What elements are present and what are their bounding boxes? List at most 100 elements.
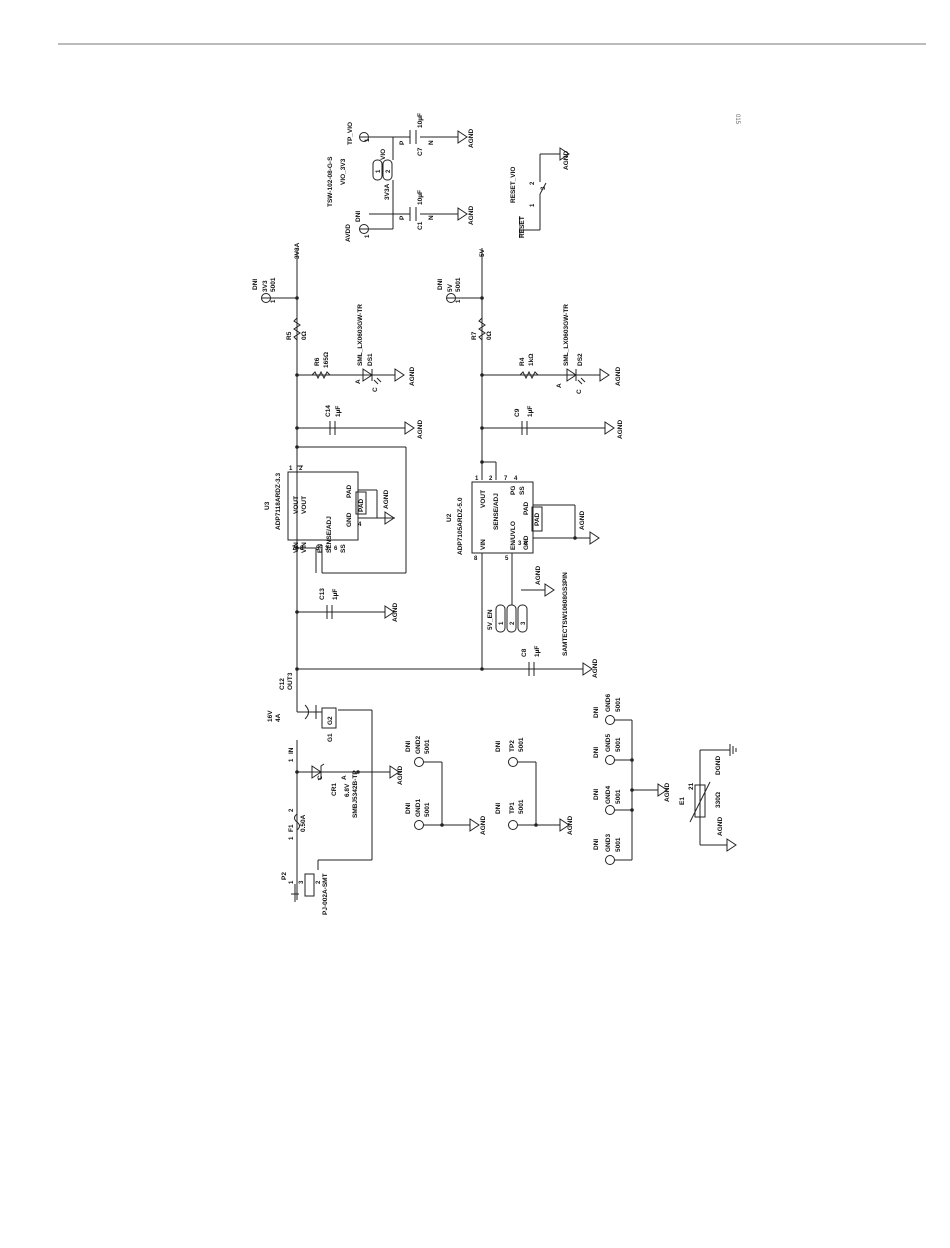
svg-text:DNI: DNI: [437, 279, 444, 290]
svg-text:C8: C8: [521, 648, 528, 657]
svg-text:4: 4: [514, 476, 518, 482]
cap-c1: 10µF C1 P N: [399, 190, 435, 230]
svg-text:1: 1: [289, 836, 295, 840]
svg-text:1: 1: [365, 234, 371, 238]
svg-text:1: 1: [530, 203, 536, 207]
svg-text:AGND: AGND: [567, 816, 574, 835]
resistor-r6: R6 165Ω: [312, 352, 330, 378]
svg-text:AGND: AGND: [563, 151, 570, 170]
svg-text:DNI: DNI: [405, 741, 412, 752]
svg-text:G1: G1: [327, 733, 334, 742]
svg-text:A: A: [355, 379, 362, 384]
svg-text:2: 2: [489, 476, 493, 482]
svg-text:C: C: [317, 775, 324, 780]
resistor-r7: R7 0Ω: [471, 318, 493, 340]
svg-text:4A: 4A: [275, 713, 282, 722]
svg-text:U3: U3: [264, 501, 271, 510]
svg-text:GND: GND: [523, 535, 530, 550]
svg-text:7: 7: [504, 476, 508, 482]
svg-text:VIN: VIN: [480, 539, 487, 550]
junction-dots: [295, 296, 634, 827]
svg-text:AGND: AGND: [480, 816, 487, 835]
svg-text:8: 8: [300, 546, 304, 552]
svg-text:SML_LX0603GW-TR: SML_LX0603GW-TR: [357, 304, 364, 366]
svg-text:AGND: AGND: [615, 367, 622, 386]
svg-text:3V3A: 3V3A: [384, 183, 391, 200]
svg-text:PAD: PAD: [358, 498, 365, 512]
svg-text:DNI: DNI: [405, 803, 412, 814]
svg-text:GND3: GND3: [605, 834, 612, 852]
svg-text:1: 1: [271, 299, 277, 303]
svg-text:AGND: AGND: [535, 566, 542, 585]
svg-text:1: 1: [289, 880, 295, 884]
testpoint-gnd2: DNI GND2 5001: [405, 736, 442, 767]
svg-text:3: 3: [299, 880, 305, 884]
testpoint-gnd4: DNI GND4 5001: [593, 786, 632, 815]
svg-text:GND4: GND4: [605, 786, 612, 804]
svg-text:10µF: 10µF: [417, 113, 424, 128]
svg-text:2: 2: [299, 466, 303, 472]
testpoint-gnd5: DNI GND5 5001: [593, 734, 632, 765]
svg-text:R5: R5: [286, 331, 293, 340]
svg-text:3: 3: [518, 541, 522, 547]
svg-text:DS2: DS2: [577, 353, 584, 366]
svg-text:TSW-102-08-G-S: TSW-102-08-G-S: [327, 156, 334, 207]
connector-p2: P2 PJ-002A-SMT 1 3 2: [281, 872, 329, 915]
svg-text:AGND: AGND: [397, 766, 404, 785]
resistor-r4: R4 1kΩ: [519, 354, 538, 378]
svg-text:3: 3: [288, 672, 294, 676]
svg-text:C1: C1: [417, 221, 424, 230]
svg-text:GND2: GND2: [415, 736, 422, 754]
svg-text:1: 1: [499, 621, 505, 625]
svg-text:6: 6: [334, 546, 338, 552]
svg-text:2: 2: [316, 880, 322, 884]
svg-text:VOUT: VOUT: [293, 496, 300, 514]
svg-text:P: P: [399, 140, 406, 145]
svg-text:1µF: 1µF: [335, 406, 342, 417]
svg-text:A: A: [341, 775, 348, 780]
svg-text:5001: 5001: [424, 802, 431, 817]
svg-text:5V: 5V: [479, 248, 486, 257]
svg-text:ADP7118ARDZ-3.3: ADP7118ARDZ-3.3: [275, 473, 282, 530]
svg-text:16V: 16V: [267, 710, 274, 722]
svg-text:0Ω: 0Ω: [486, 331, 493, 340]
svg-text:VOUT: VOUT: [301, 496, 308, 514]
testpoint-gnd3: DNI GND3 5001: [593, 834, 632, 865]
svg-text:U2: U2: [446, 513, 453, 522]
svg-text:2: 2: [530, 181, 536, 185]
svg-text:P2: P2: [281, 872, 288, 880]
header-5v-en: 1 2 3 5V_EN SAMTECTSW10608GS3PIN: [487, 572, 569, 656]
svg-text:IN: IN: [288, 747, 295, 754]
svg-text:AGND: AGND: [664, 783, 671, 802]
svg-text:1: 1: [456, 299, 462, 303]
svg-text:AGND: AGND: [392, 603, 399, 622]
cap-c9: C9 1µF: [514, 406, 534, 435]
svg-text:5001: 5001: [615, 837, 622, 852]
svg-text:PJ-002A-SMT: PJ-002A-SMT: [322, 873, 329, 915]
svg-text:1kΩ: 1kΩ: [528, 354, 535, 366]
svg-text:VIO: VIO: [380, 149, 387, 160]
svg-text:SMBJ5342B-TP: SMBJ5342B-TP: [352, 770, 359, 818]
svg-text:5001: 5001: [518, 799, 525, 814]
svg-text:3V3: 3V3: [262, 280, 269, 292]
svg-text:165Ω: 165Ω: [323, 352, 330, 368]
resistor-r5: R5 0Ω: [286, 318, 308, 340]
svg-text:EN: EN: [317, 544, 324, 553]
svg-text:8: 8: [474, 556, 478, 562]
svg-text:DNI: DNI: [593, 747, 600, 758]
svg-text:SML_LX0603GW-TR: SML_LX0603GW-TR: [563, 304, 570, 366]
svg-text:1: 1: [365, 138, 371, 142]
svg-text:PAD: PAD: [523, 501, 530, 515]
svg-text:DGND: DGND: [715, 756, 722, 775]
cap-c14: C14 1µF: [325, 405, 342, 435]
svg-text:5V_EN: 5V_EN: [487, 609, 494, 630]
cap-c13: C13 1µF: [319, 588, 339, 619]
svg-text:G2: G2: [327, 716, 334, 725]
svg-text:AGND: AGND: [717, 817, 724, 836]
svg-text:3: 3: [541, 186, 547, 190]
svg-text:N: N: [428, 215, 435, 220]
svg-text:TP1: TP1: [509, 802, 516, 814]
svg-text:VIO_3V3: VIO_3V3: [340, 158, 347, 185]
svg-text:21: 21: [688, 782, 695, 790]
net-labels: AGND AGND AGND AGND AGND AGND AGND AGND …: [294, 129, 724, 836]
